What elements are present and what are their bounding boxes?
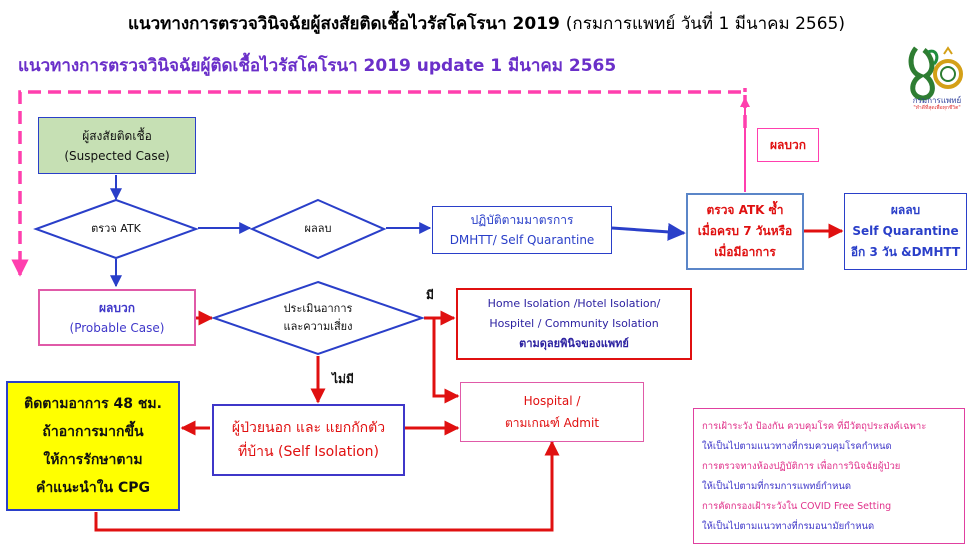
followup-box: ติดตามอาการ 48 ชม. ถ้าอาการมากขึ้น ให้กา… (6, 381, 180, 511)
suspected-line1: ผู้สงสัยติดเชื้อ (82, 128, 152, 143)
diagram-subtitle: แนวทางการตรวจวินิจฉัยผู้ติดเชื้อไวรัสโคโ… (18, 56, 617, 76)
negative-final-line2: Self Quarantine (852, 224, 959, 238)
self-isolation-line1: ผู้ป่วยนอก และ แยกกักตัว (231, 420, 386, 436)
hospital-line2: ตามเกณฑ์ Admit (504, 416, 600, 430)
note-line: ให้เป็นไปตามที่กรมการแพทย์กำหนด (702, 481, 852, 492)
note-line: การคัดกรองเฝ้าระวังใน COVID Free Setting (702, 501, 892, 512)
self-isolation-box: ผู้ป่วยนอก และ แยกกักตัว ที่บ้าน (Self I… (212, 404, 405, 476)
note-line: ให้เป็นไปตามแนวทางที่กรมอนามัยกำหนด (702, 521, 875, 532)
feedback-loop-line (11, 90, 747, 277)
has-symptoms-label: มี (426, 288, 434, 302)
followup-line4: คำแนะนำใน CPG (35, 480, 151, 496)
title-bold: แนวทางการตรวจวินิจฉัยผู้สงสัยติดเชื้อไวร… (127, 14, 560, 34)
positive-result-label-box: ผลบวก (757, 128, 819, 162)
department-logo: กรมการแพทย์ "ทำดีที่สุดเพื่อทุกชีวิต" (906, 44, 968, 112)
retest-line3: เมื่อมีอาการ (714, 245, 776, 259)
self-isolation-line2: ที่บ้าน (Self Isolation) (238, 444, 379, 460)
retest-line1: ตรวจ ATK ซ้ำ (706, 203, 784, 217)
logo-tagline: "ทำดีที่สุดเพื่อทุกชีวิต" (913, 105, 961, 111)
isolation-options-box: Home Isolation /Hotel Isolation/ Hospite… (456, 288, 692, 360)
dmhtt-line1: ปฏิบัติตามมาตรการ (470, 213, 574, 227)
negative-final-line1: ผลลบ (890, 203, 921, 217)
suspected-line2: (Suspected Case) (64, 148, 170, 163)
positive-result-label: ผลบวก (769, 138, 806, 152)
page-title: แนวทางการตรวจวินิจฉัยผู้สงสัยติดเชื้อไวร… (0, 10, 973, 37)
note-line: ให้เป็นไปตามแนวทางที่กรมควบคุมโรคกำหนด (702, 441, 892, 452)
probable-case-box: ผลบวก (Probable Case) (38, 289, 196, 346)
atk-decision-label: ตรวจ ATK (91, 222, 141, 235)
arrow-dmhtt-to-retest (611, 222, 686, 241)
isolation-line3: ตามดุลยพินิจของแพทย์ (519, 337, 629, 350)
guideline-notes-box: การเฝ้าระวัง ป้องกัน ควบคุมโรค ที่มีวัตถ… (693, 408, 965, 544)
negative-decision-diamond (249, 198, 387, 260)
probable-line2: (Probable Case) (69, 320, 165, 335)
probable-line1: ผลบวก (98, 300, 135, 315)
retest-line2: เมื่อครบ 7 วันหรือ (697, 224, 793, 238)
atk-retest-box: ตรวจ ATK ซ้ำ เมื่อครบ 7 วันหรือ เมื่อมีอ… (686, 193, 804, 270)
followup-line1: ติดตามอาการ 48 ชม. (24, 396, 162, 412)
suspected-case-box: ผู้สงสัยติดเชื้อ (Suspected Case) (38, 117, 196, 174)
assess-decision-label: ประเมินอาการ และความเสี่ยง (248, 298, 388, 338)
no-symptoms-label: ไม่มี (332, 372, 354, 386)
hospital-line1: Hospital / (523, 394, 581, 408)
isolation-line2: Hospitel / Community Isolation (489, 317, 659, 330)
arrow-assess-to-hospital (432, 318, 460, 404)
assess-line2: และความเสี่ยง (283, 320, 353, 333)
negative-final-box: ผลลบ Self Quarantine อีก 3 วัน &DMHTT (844, 193, 967, 270)
title-normal: (กรมการแพทย์ วันที่ 1 มีนาคม 2565) (565, 14, 845, 34)
isolation-line1: Home Isolation /Hotel Isolation/ (487, 297, 661, 310)
negative-decision-label: ผลลบ (304, 222, 332, 235)
dmhtt-line2: DMHTT/ Self Quarantine (449, 233, 595, 247)
hospital-admit-box: Hospital / ตามเกณฑ์ Admit (460, 382, 644, 442)
assess-decision-diamond (210, 280, 426, 356)
followup-line2: ถ้าอาการมากขึ้น (42, 424, 144, 440)
atk-decision-diamond (33, 198, 199, 260)
logo-80-icon (908, 46, 963, 101)
logo-text: กรมการแพทย์ (912, 96, 962, 105)
followup-line3: ให้การรักษาตาม (43, 452, 143, 468)
negative-final-line3: อีก 3 วัน &DMHTT (850, 245, 961, 259)
assess-line1: ประเมินอาการ (283, 302, 353, 315)
arrow-followup-to-hospital (94, 440, 560, 532)
dmhtt-box: ปฏิบัติตามมาตรการ DMHTT/ Self Quarantine (432, 206, 612, 254)
note-line: การตรวจทางห้องปฏิบัติการ เพื่อการวินิจฉั… (702, 461, 901, 472)
note-line: การเฝ้าระวัง ป้องกัน ควบคุมโรค ที่มีวัตถ… (702, 421, 927, 432)
